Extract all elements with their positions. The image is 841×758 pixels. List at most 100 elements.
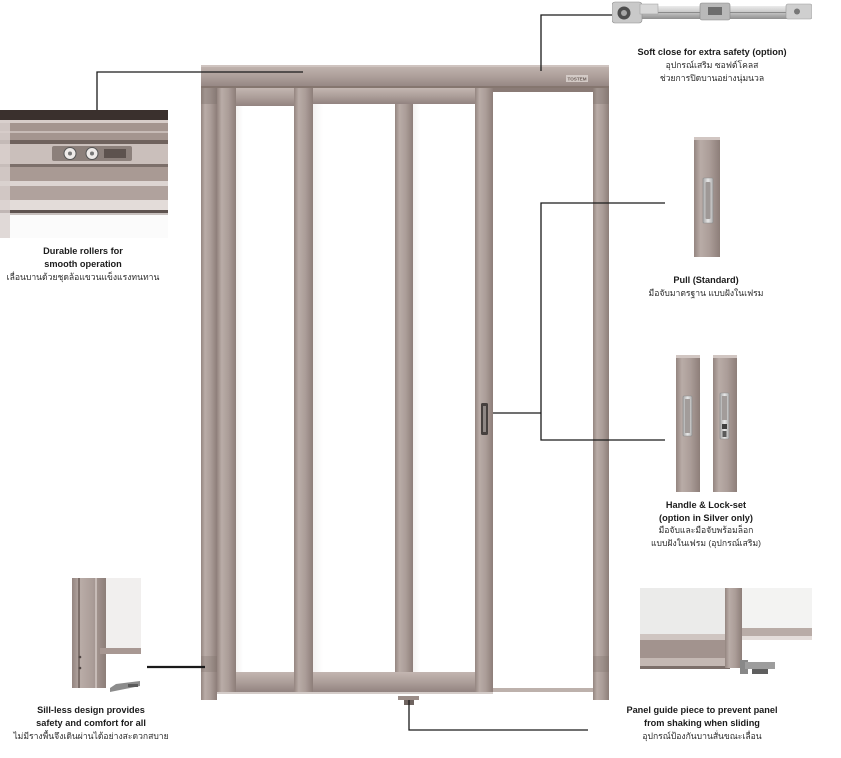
fixed-panel — [217, 88, 296, 692]
handle-lock-title-line-2: (option in Silver only) — [659, 512, 753, 523]
fixed-panel-stile-left — [217, 88, 236, 692]
fixed-panel-rail-bottom — [236, 672, 296, 692]
sill-photo-screw-2 — [78, 666, 82, 670]
handle-photo-stile-top — [676, 355, 700, 358]
brand-logo: TOSTEM — [566, 75, 588, 82]
rollers-photo-rail-1-line — [0, 131, 168, 133]
sill-photo-glass — [106, 578, 141, 650]
guide-photo-piece — [745, 662, 775, 669]
sliding-panel-stile-left — [294, 88, 313, 692]
guide-photo-glass-right — [742, 588, 812, 628]
rollers-photo-rail-3 — [0, 186, 168, 200]
rollers-photo-line-2 — [0, 164, 168, 167]
lock-photo-latch — [722, 424, 727, 429]
handle-lock-set-photo — [713, 355, 737, 492]
callout-panel-guide: Panel guide piece to prevent panel from … — [577, 704, 827, 743]
brand-logo-plate — [566, 75, 588, 82]
soft-close-damper — [708, 7, 722, 15]
roller-wheel-2-hub — [90, 151, 94, 156]
lock-photo-turn — [722, 431, 727, 437]
frame-header — [201, 65, 609, 88]
lock-photo-slot — [722, 396, 727, 420]
frame-header-highlight — [201, 65, 609, 67]
frame-header-edge — [201, 86, 609, 88]
hanging-rollers-photo — [0, 110, 168, 238]
recessed-handle-photo — [676, 355, 700, 492]
sill-less-thai-line-1: ไม่มีรางพื้นจึงเดินผ่านได้อย่างสะดวกสบาย — [13, 731, 169, 741]
outer-frame — [201, 65, 609, 700]
pull-thai-line-1: มือจับมาตรฐาน แบบฝังในเฟรม — [648, 288, 764, 298]
guide-photo-rail-right — [742, 628, 812, 636]
soft-close-leader-line — [540, 14, 612, 71]
rollers-title-line-2: smooth operation — [44, 259, 122, 269]
callout-handle-lock: Handle & Lock-set (option in Silver only… — [596, 499, 816, 549]
soft-close-title: Soft close for extra safety (option) — [637, 47, 787, 57]
rollers-photo-highlight — [0, 120, 168, 123]
rollers-photo-highlight-3 — [0, 200, 168, 210]
sill-less-title-line-1: Sill-less design provides — [37, 705, 145, 715]
rollers-thai-line-1: เลื่อนบานด้วยชุดล้อแขวนแข็งแรงทนทาน — [6, 272, 160, 282]
roller-bracket — [104, 149, 126, 158]
pull-handle-recess — [483, 406, 486, 432]
sill-photo-bottom-rail — [100, 648, 141, 654]
opening-bottom-track — [493, 688, 593, 692]
panel-guide-leader-line — [408, 700, 588, 731]
panel-guide-title-line-1: Panel guide piece to prevent panel — [626, 705, 778, 715]
pull-photo-slot — [705, 182, 711, 219]
guide-photo-rail-right-highlight — [742, 636, 812, 640]
panel-guide-title-line-2: from shaking when sliding — [644, 718, 760, 728]
rollers-title-line-1: Durable rollers for — [43, 246, 123, 256]
sill-photo-post-groove — [78, 578, 80, 688]
callout-soft-close: Soft close for extra safety (option) อุป… — [592, 46, 832, 85]
callout-rollers: Durable rollers for smooth operation เลื… — [0, 245, 166, 284]
callout-lines — [96, 14, 665, 731]
soft-close-thai-line-1: อุปกรณ์เสริม ซอฟต์โคลส — [665, 60, 759, 70]
fixed-panel-rail-top — [236, 88, 296, 106]
roller-wheel-1-hub — [68, 151, 72, 156]
handle-lock-title-line-1: Handle & Lock-set — [665, 500, 747, 510]
frame-post-left-band-bottom — [201, 656, 217, 672]
brand-logo-text: TOSTEM — [567, 77, 586, 82]
frame-post-left-band-top — [201, 88, 217, 104]
sliding-panel-rail-bottom — [313, 672, 475, 692]
panel-guide-piece-photo — [640, 588, 812, 692]
sliding-panel-glass-right — [413, 104, 475, 672]
sliding-panel — [294, 88, 493, 692]
handle-lock-thai-line-1: มือจับและมือจับพร้อมล็อก — [658, 525, 754, 535]
rollers-photo-highlight-2 — [0, 181, 168, 186]
sliding-panel-stile-middle — [395, 104, 413, 672]
frame-post-right — [593, 88, 609, 700]
handle-photo-slot — [685, 399, 690, 433]
sill-photo-bracket-shadow — [128, 684, 138, 687]
lock-photo-stile-top — [713, 355, 737, 358]
sill-photo-screw-1 — [78, 655, 82, 659]
sliding-panel-rail-top — [313, 88, 475, 104]
guide-photo-piece-shadow — [752, 669, 768, 674]
frame-post-right-band-bottom — [593, 656, 609, 672]
rollers-photo-side-frame — [0, 120, 10, 238]
soft-close-thai-line-2: ช่วยการปิดบานอย่างนุ่มนวล — [659, 73, 765, 83]
panel-guide-piece-plate — [398, 696, 419, 700]
frame-post-right-band-top — [593, 88, 609, 104]
recessed-pull-photo — [694, 137, 720, 257]
pull-title: Pull (Standard) — [673, 275, 739, 285]
sliding-panel-glass-left — [313, 104, 395, 672]
sill-photo-post-highlight — [95, 578, 97, 688]
fixed-panel-glass — [236, 106, 294, 672]
guide-photo-piece-foot — [740, 660, 748, 674]
guide-photo-rail-left-top — [640, 634, 726, 640]
panel-guide-thai-line-1: อุปกรณ์ป้องกันบานสั่นขณะเลื่อน — [642, 731, 762, 741]
rollers-photo-rail-2 — [0, 167, 168, 181]
pull-handle-bracket-line — [540, 202, 665, 441]
rollers-photo-glass — [0, 213, 168, 238]
sill-less-title-line-2: safety and comfort for all — [36, 718, 146, 728]
pull-photo-stile-top — [694, 137, 720, 140]
frame-post-left — [201, 88, 217, 700]
guide-photo-rail-left-bottom — [640, 658, 730, 666]
callout-sill-less: Sill-less design provides safety and com… — [0, 704, 182, 743]
sliding-door: TOSTEM — [201, 65, 609, 705]
rollers-leader-line — [96, 71, 303, 110]
handle-lock-thai-line-2: แบบฝังในเฟรม (อุปกรณ์เสริม) — [650, 537, 762, 548]
rollers-photo-glass-line — [10, 213, 168, 215]
